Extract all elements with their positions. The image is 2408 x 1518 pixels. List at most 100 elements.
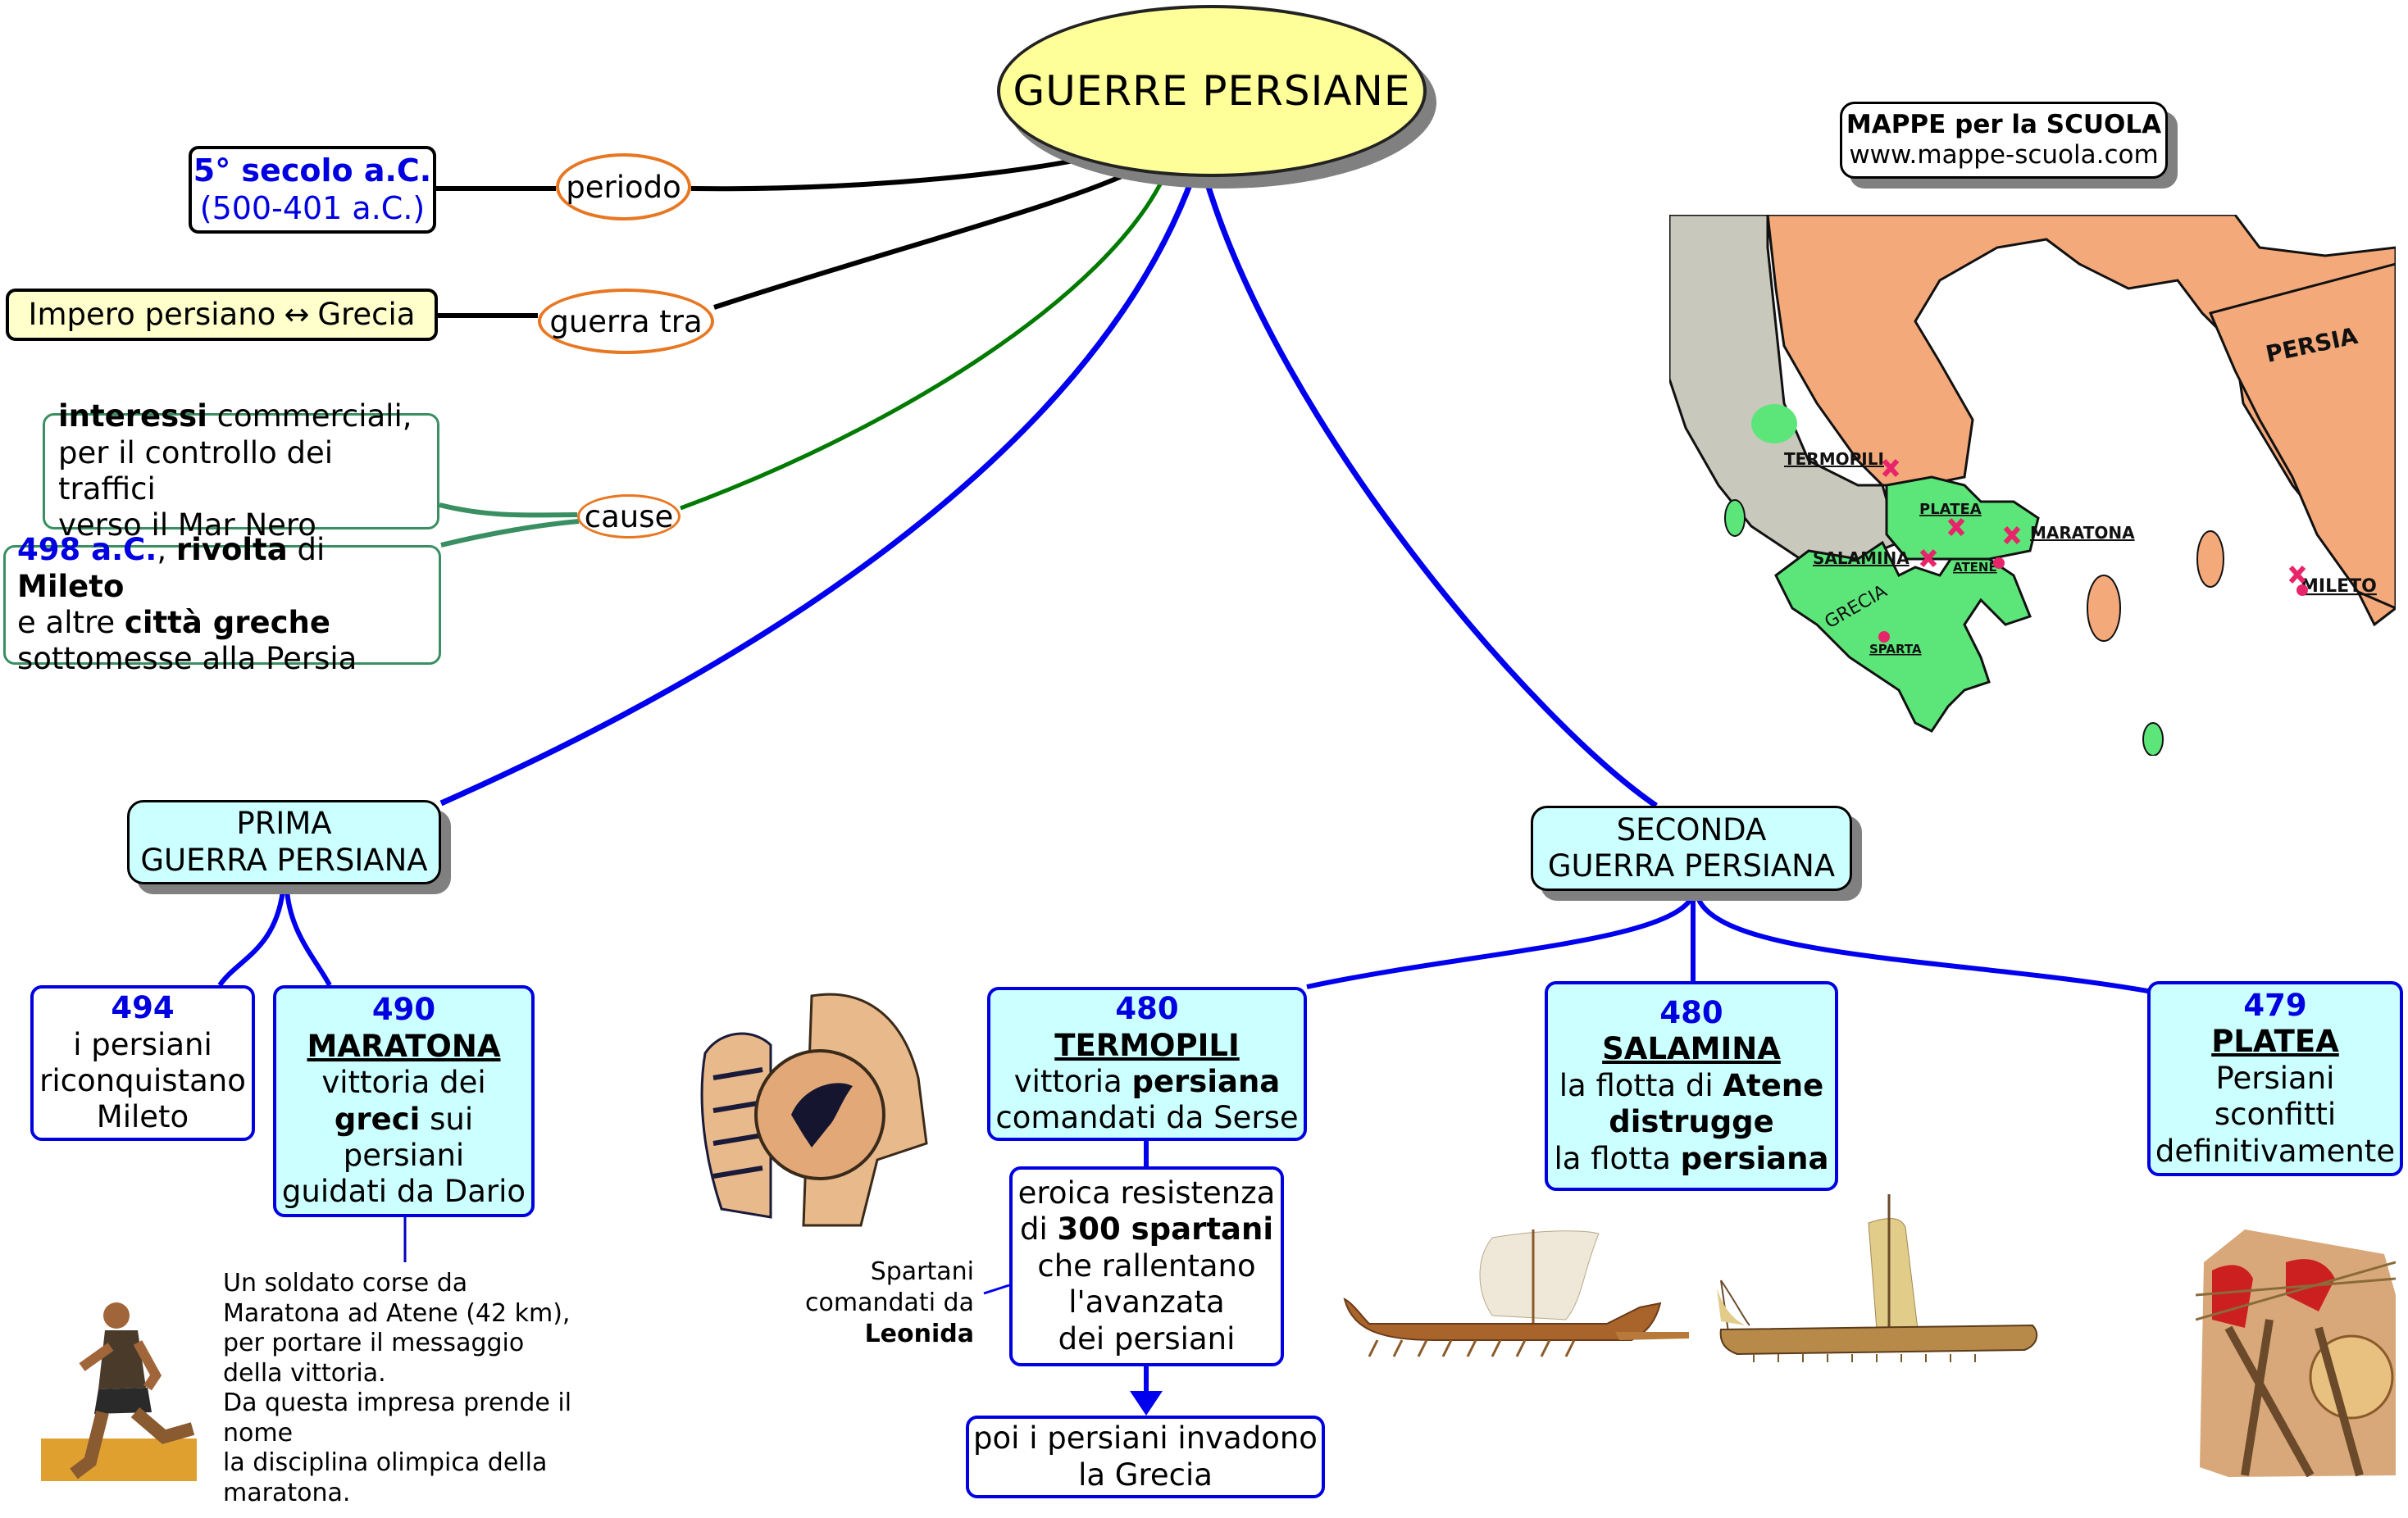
- map-island-green-2: [1724, 499, 1746, 537]
- event-maratona-l3: persiani: [343, 1137, 465, 1173]
- city-dot-icons: [1878, 557, 2308, 643]
- spartani-note: Spartani comandati da Leonida: [787, 1257, 974, 1350]
- map-svg: PERSIA GRECIA TERMOPILI PLATEA MARATONA …: [1668, 213, 2397, 757]
- resistenza-node[interactable]: eroica resistenza di 300 spartani che ra…: [1009, 1166, 1284, 1366]
- event-platea-l2: sconfitti: [2214, 1097, 2337, 1133]
- linker-periodo-label: periodo: [566, 169, 681, 205]
- event-termopili-node[interactable]: 480 TERMOPILI vittoria persiana comandat…: [987, 987, 1307, 1141]
- trireme-image-1: [1336, 1225, 1693, 1361]
- maratona-note: Un soldato corse da Maratona ad Atene (4…: [223, 1269, 571, 1508]
- note-line: Da questa impresa prende il: [223, 1388, 572, 1417]
- resistenza-l2a: di: [1019, 1211, 1058, 1248]
- brand-box: MAPPE per la SCUOLA www.mappe-scuola.com: [1840, 102, 2168, 179]
- event-salamina-l1a: la flotta di: [1559, 1067, 1723, 1103]
- note-line: Maratona ad Atene (42 km),: [223, 1298, 571, 1328]
- link-seconda-platea: [1695, 894, 2153, 994]
- link-guerra-title: [713, 166, 1141, 310]
- cause-commercial-node[interactable]: interessi commerciali, per il controllo …: [43, 398, 439, 543]
- resistenza-l4: l'avanzata: [1068, 1284, 1225, 1320]
- cause2-sep: ,: [157, 532, 176, 568]
- link-spartani-note: [983, 1284, 1010, 1295]
- prima-guerra-node[interactable]: PRIMA GUERRA PERSIANA: [127, 800, 441, 884]
- note-line: maratona.: [223, 1478, 351, 1507]
- event-494-year: 494: [111, 990, 175, 1026]
- linker-guerra-tra[interactable]: guerra tra: [538, 289, 714, 354]
- main-topic-title: GUERRE PERSIANE: [1013, 67, 1411, 115]
- event-termopili-place: TERMOPILI: [1054, 1027, 1240, 1063]
- runner-image: [41, 1298, 197, 1486]
- event-494-line2: riconquistano: [39, 1063, 246, 1098]
- map-label-mileto: MILETO: [2301, 576, 2377, 597]
- map-island-orange: [2087, 575, 2121, 642]
- cause1-bold: interessi: [58, 398, 207, 434]
- event-494-line3: Mileto: [96, 1099, 189, 1135]
- event-maratona-greci: greci: [334, 1101, 421, 1137]
- link-prima-490: [284, 890, 332, 987]
- link-seconda: [1202, 175, 1658, 808]
- map-label-maratona: MARATONA: [2030, 523, 2135, 543]
- map-island-green: [1751, 404, 1797, 443]
- trireme-image-2: [1705, 1190, 2045, 1366]
- event-termopili-l2: comandati da Serse: [995, 1100, 1299, 1136]
- event-termopili-persiana: persiana: [1131, 1064, 1281, 1099]
- event-494-node[interactable]: 494 i persiani riconquistano Mileto: [30, 985, 255, 1141]
- resistenza-l1: eroica resistenza: [1017, 1175, 1276, 1211]
- spartani-l1: Spartani: [870, 1257, 974, 1286]
- linker-cause-label: cause: [584, 498, 674, 534]
- seconda-guerra-node[interactable]: SECONDA GUERRA PERSIANA: [1531, 806, 1852, 891]
- event-salamina-node[interactable]: 480 SALAMINA la flotta di Atene distrugg…: [1545, 981, 1838, 1191]
- combatants-node[interactable]: Impero persiano ↔ Grecia: [6, 289, 438, 341]
- cause2-line2a: e altre: [17, 605, 125, 640]
- link-seconda-termopili: [1306, 893, 1696, 989]
- note-line: della vittoria.: [223, 1358, 386, 1388]
- resistenza-l5: dei persiani: [1058, 1320, 1236, 1357]
- event-salamina-place: SALAMINA: [1602, 1031, 1781, 1067]
- link-cause1: [439, 502, 578, 518]
- seconda-label-2: GUERRA PERSIANA: [1547, 848, 1836, 884]
- main-topic-node[interactable]: GUERRE PERSIANE: [997, 5, 1427, 177]
- map-grecia: [1774, 540, 2032, 733]
- map-label-termopili: TERMOPILI: [1784, 449, 1884, 469]
- cause2-year: 498 a.C.: [17, 532, 157, 568]
- linker-cause[interactable]: cause: [577, 494, 681, 539]
- cause1-text: commerciali,: [207, 398, 412, 434]
- event-platea-node[interactable]: 479 PLATEA Persiani sconfitti definitiva…: [2147, 981, 2403, 1176]
- event-platea-place: PLATEA: [2211, 1024, 2339, 1060]
- cause2-line3: sottomesse alla Persia: [17, 641, 357, 677]
- battle-marker-icons: [1882, 459, 2306, 584]
- event-termopili-year: 480: [1115, 991, 1179, 1027]
- link-prima-494: [217, 890, 285, 987]
- event-maratona-place: MARATONA: [307, 1028, 501, 1064]
- note-line: la disciplina olimpica della: [223, 1448, 548, 1477]
- invasione-l2: la Grecia: [1078, 1457, 1213, 1493]
- event-salamina-year: 480: [1659, 995, 1723, 1031]
- period-node[interactable]: 5° secolo a.C. (500-401 a.C.): [189, 146, 436, 234]
- invasione-l1: poi i persiani invadono: [973, 1420, 1318, 1457]
- cause2-rivolta: rivolta: [175, 532, 288, 568]
- note-line: Un soldato corse da: [223, 1269, 468, 1298]
- link-cause-title: [680, 175, 1167, 511]
- event-maratona-l4: guidati da Dario: [281, 1174, 526, 1210]
- prima-label-1: PRIMA: [236, 806, 332, 842]
- map-grecia-north: [1885, 475, 2040, 561]
- battle-painting-image: [2195, 1229, 2397, 1478]
- linker-periodo[interactable]: periodo: [556, 153, 691, 220]
- event-maratona-l2: sui: [420, 1101, 474, 1137]
- cause-mileto-node[interactable]: 498 a.C., rivolta di Mileto e altre citt…: [3, 532, 441, 676]
- cause1-line2: per il controllo dei traffici: [58, 434, 334, 507]
- resistenza-300: 300 spartani: [1057, 1211, 1274, 1248]
- event-maratona-node[interactable]: 490 MARATONA vittoria dei greci sui pers…: [273, 985, 535, 1217]
- hoplite-vase-image: [689, 979, 935, 1229]
- cause2-citta: città greche: [124, 605, 330, 640]
- spartani-leonida: Leonida: [864, 1320, 974, 1348]
- combatant-grecia: Grecia: [317, 296, 416, 332]
- period-century: 5° secolo a.C.: [193, 152, 432, 189]
- event-platea-l1: Persiani: [2215, 1060, 2335, 1096]
- event-salamina-distrugge: distrugge: [1609, 1104, 1774, 1140]
- invasione-node[interactable]: poi i persiani invadono la Grecia: [966, 1416, 1325, 1498]
- left-right-arrow-icon: ↔: [284, 296, 310, 332]
- event-salamina-persiana: persiana: [1680, 1140, 1829, 1176]
- map-label-atene: ATENE: [1953, 560, 1997, 575]
- event-platea-year: 479: [2243, 988, 2307, 1024]
